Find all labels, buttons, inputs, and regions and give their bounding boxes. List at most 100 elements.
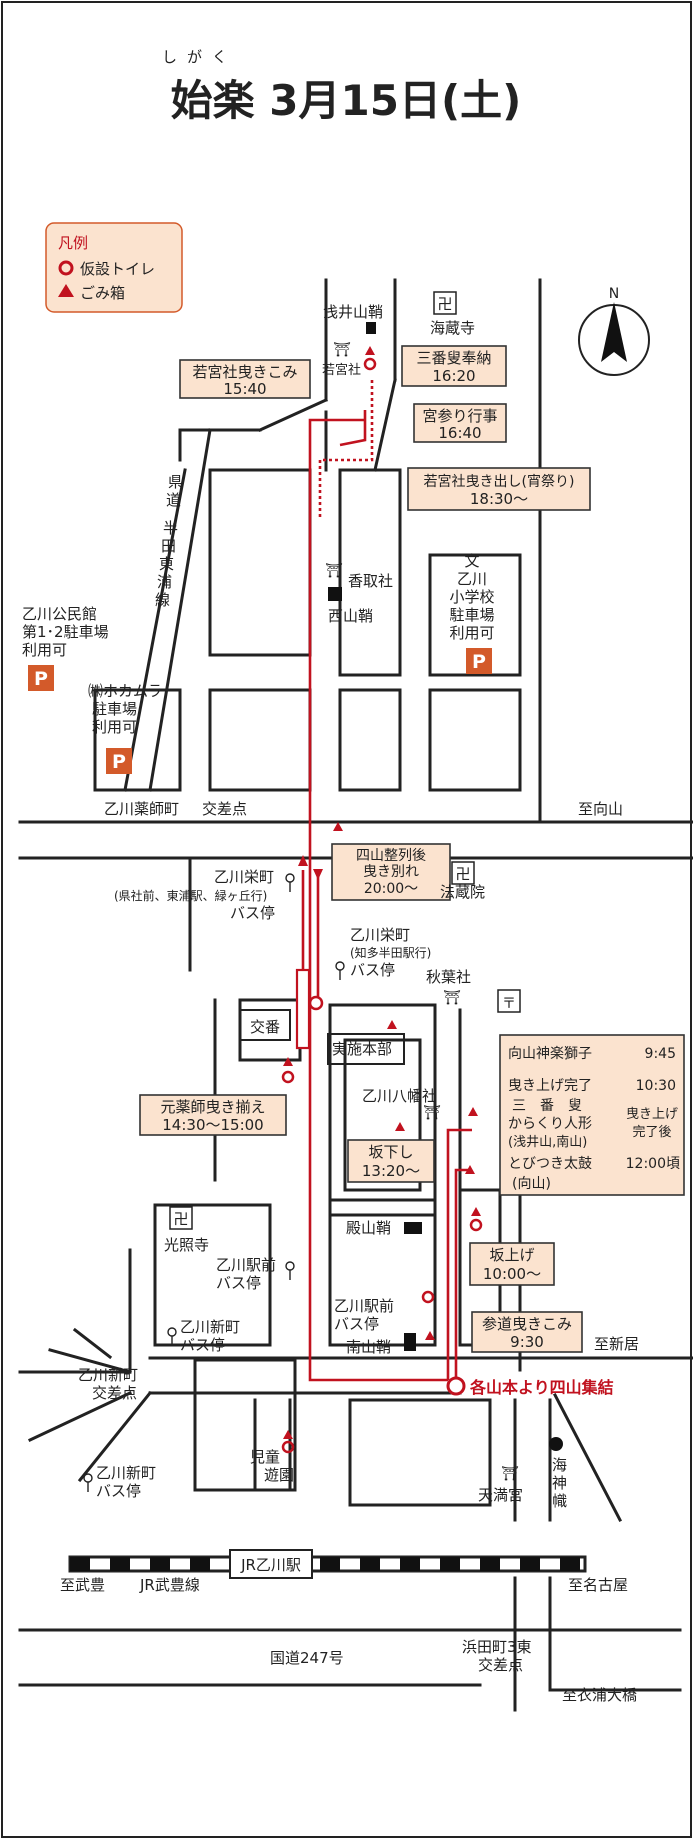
place-label: 海 [552, 1456, 567, 1474]
place-label: 利用可 [22, 641, 67, 659]
place-label: 東 [159, 555, 174, 573]
toilet-icon [421, 1290, 435, 1304]
place-label: 利用可 [449, 624, 494, 642]
shrine-icon: ⛩ [333, 342, 351, 358]
nishiyama-kura-icon [328, 587, 342, 601]
schedule-label: からくり人形 [508, 1116, 592, 1132]
place-label: (県社前、東浦駅、緑ヶ丘行) [114, 888, 267, 903]
shrine-icon: ⛩ [325, 563, 343, 579]
event-label: 参道曳きこみ [482, 1315, 572, 1333]
page-title: 始楽 3月15日(土) [171, 76, 522, 125]
place-label: 浅井山鞘 [323, 303, 383, 321]
place-label: 乙川新町 [78, 1366, 138, 1384]
schedule-label: 完了後 [632, 1125, 671, 1140]
place-label: 駐車場 [92, 700, 137, 718]
temple-shrine-marks: 卍 卍 卍 ⛩ ⛩ ⛩ ⛩ ⛩ 〒 [169, 291, 521, 1482]
place-label: 至名古屋 [568, 1576, 628, 1594]
parking-markers: P P P [28, 648, 492, 774]
parking-label: P [472, 651, 486, 673]
place-label: 浜田町3東 [462, 1638, 532, 1656]
honbu-box [327, 1033, 405, 1065]
event-label: 坂下し [368, 1143, 413, 1161]
schedule-time: 10:30 [636, 1078, 676, 1094]
place-label: 乙川駅前 [216, 1256, 276, 1274]
place-label: 南山鞘 [346, 1338, 391, 1356]
temple-icon: 卍 [455, 865, 470, 883]
toilet-icon [363, 357, 377, 371]
place-label: 国道247号 [270, 1649, 344, 1667]
toilet-icon [281, 1440, 295, 1454]
place-label: 乙川栄町 [350, 926, 410, 944]
schedule-label: (浅井山,南山) [508, 1134, 587, 1150]
schedule-label: (向山) [512, 1176, 551, 1192]
event-time: 9:30 [510, 1333, 544, 1351]
trash-icon [58, 284, 74, 297]
place-label: 交番 [250, 1018, 280, 1036]
place-label: 乙川駅前 [334, 1297, 394, 1315]
trash-icon [283, 1057, 293, 1066]
event-schedule-box: 向山神楽獅子 9:45 曳き上げ完了 10:30 三 番 叟 からくり人形 (浅… [499, 1034, 685, 1196]
toilet-icon [58, 260, 74, 276]
place-label: 交差点 [202, 800, 247, 818]
asaiyama-kura-icon [366, 322, 376, 334]
place-label: バス停 [350, 961, 395, 979]
place-label: 海蔵寺 [430, 319, 475, 337]
place-label: 乙川八幡社 [362, 1087, 437, 1105]
shrine-icon: ⛩ [423, 1105, 441, 1121]
place-label: 小学校 [449, 588, 494, 606]
shuketsu-label: 各山本より四山集結 [469, 1378, 614, 1397]
place-label: 県 [168, 473, 183, 491]
parking-icon [28, 665, 54, 691]
parking-icon [466, 648, 492, 674]
place-label: バス停 [216, 1274, 261, 1292]
place-label: バス停 [96, 1482, 141, 1500]
legend-toilet-label: 仮設トイレ [80, 260, 155, 278]
event-label: 四山整列後 [356, 848, 426, 864]
parking-label: P [112, 751, 126, 773]
place-label: 乙川新町 [180, 1318, 240, 1336]
station-label: JR乙川駅 [240, 1556, 301, 1574]
trash-icon [468, 1107, 478, 1116]
event-time: 16:20 [432, 367, 475, 385]
toilet-icon [469, 1218, 483, 1232]
schedule-label: 向山神楽獅子 [508, 1046, 592, 1062]
north-compass-icon: N [578, 286, 650, 376]
event-time: 13:20〜 [362, 1162, 420, 1180]
schedule-label: とびつき太鼓 [508, 1156, 592, 1172]
trash-icon [425, 1331, 435, 1340]
event-motoyakushi: 元薬師曳き揃え 14:30〜15:00 [139, 1094, 287, 1136]
event-sakaage: 坂上げ 10:00〜 [469, 1242, 555, 1286]
place-label: 法蔵院 [440, 883, 485, 901]
schedule-label: 曳き上げ完了 [508, 1078, 592, 1094]
trash-icon [365, 346, 375, 355]
event-label: 曳き別れ [363, 864, 419, 880]
place-label: (知多半田駅行) [350, 946, 431, 960]
place-label: 駐車場 [449, 606, 494, 624]
station-box [229, 1549, 313, 1579]
event-sanbaso: 三番叟奉納 16:20 [401, 345, 507, 387]
schedule-label: 三 番 叟 [512, 1098, 582, 1114]
bus-stop-icon [285, 1261, 295, 1271]
event-time: 10:00〜 [483, 1265, 541, 1283]
place-label: バス停 [230, 904, 275, 922]
place-label: 至武豊 [60, 1576, 105, 1594]
legend-title: 凡例 [58, 234, 88, 252]
event-wakamiya-hikikomi: 若宮社曳きこみ 15:40 [179, 359, 311, 399]
place-label: バス停 [334, 1315, 379, 1333]
place-label: 半 [163, 519, 178, 537]
trash-icon [465, 1165, 475, 1174]
temple-icon: 卍 [173, 1210, 188, 1228]
place-label: 光照寺 [164, 1236, 209, 1254]
event-label: 三番叟奉納 [416, 349, 491, 367]
event-time: 15:40 [223, 380, 266, 398]
place-label: 至向山 [578, 800, 623, 818]
trash-icon [333, 822, 343, 831]
shrine-icon: ⛩ [443, 990, 461, 1006]
event-label: 宮参り行事 [422, 407, 497, 425]
schedule-label: 曳き上げ [626, 1107, 678, 1122]
place-label: 交差点 [92, 1384, 137, 1402]
place-label: 乙川栄町 [214, 868, 274, 886]
